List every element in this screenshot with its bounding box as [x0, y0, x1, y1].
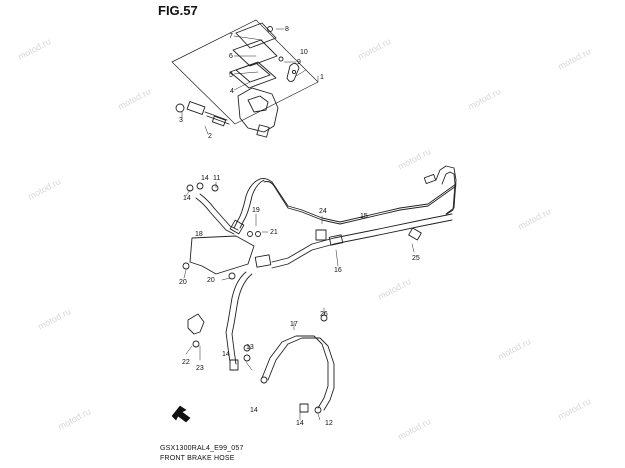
watermark-layer: motod.ru motod.ru motod.ru motod.ru moto… [16, 36, 592, 442]
watermark-text: motod.ru [396, 416, 432, 442]
callout-11: 11 [213, 175, 220, 182]
watermark-text: motod.ru [356, 36, 392, 62]
watermark-text: motod.ru [556, 46, 592, 72]
misc-fittings [243, 227, 422, 362]
callout-1: 1 [320, 74, 324, 81]
callout-23: 23 [196, 365, 204, 372]
brake-hose-upper-left [186, 182, 245, 235]
callout-labels: 1 2 3 4 5 6 7 8 9 10 11 14 14 14 14 15 1… [179, 26, 420, 427]
callout-12: 12 [325, 420, 333, 427]
callout-20-left: 20 [179, 279, 187, 286]
callout-14-mid: 14 [222, 351, 230, 358]
brake-hose-17 [260, 314, 335, 414]
callout-17: 17 [290, 321, 298, 328]
callout-6: 6 [229, 53, 233, 60]
model-code: GSX1300RAL4_E99_057 [160, 445, 244, 452]
callout-9: 9 [297, 59, 301, 66]
watermark-text: motod.ru [116, 86, 152, 112]
hose-bracket-18 [182, 231, 255, 280]
front-direction-arrow-icon [171, 405, 191, 423]
master-cylinder-assembly [171, 19, 319, 138]
watermark-text: motod.ru [16, 36, 52, 62]
callout-26: 26 [320, 311, 328, 318]
callout-14-left: 14 [183, 195, 191, 202]
callout-19: 19 [252, 207, 260, 214]
callout-7: 7 [229, 33, 233, 40]
leader-lines [181, 28, 415, 421]
callout-13: 13 [246, 344, 254, 351]
callout-25: 25 [412, 255, 420, 262]
watermark-text: motod.ru [516, 206, 552, 232]
callout-4: 4 [230, 88, 234, 95]
callout-5: 5 [229, 72, 233, 79]
watermark-text: motod.ru [376, 276, 412, 302]
callout-10: 10 [300, 49, 308, 56]
callout-24: 24 [319, 208, 327, 215]
brake-hose-15 [233, 165, 457, 229]
brake-hose-16 [254, 213, 453, 269]
callout-21: 21 [270, 229, 278, 236]
watermark-text: motod.ru [36, 306, 72, 332]
brake-hose-left-caliper [187, 271, 253, 371]
figure-title: FIG.57 [158, 3, 198, 18]
watermark-text: motod.ru [26, 176, 62, 202]
callout-20-right: 20 [207, 277, 215, 284]
callout-22: 22 [182, 359, 190, 366]
watermark-text: motod.ru [556, 396, 592, 422]
callout-14-lower-left: 14 [250, 407, 258, 414]
callout-18: 18 [195, 231, 203, 238]
callout-16: 16 [334, 267, 342, 274]
diagram-caption: FRONT BRAKE HOSE [160, 455, 235, 462]
watermark-text: motod.ru [396, 146, 432, 172]
callout-15: 15 [360, 213, 368, 220]
watermark-text: motod.ru [466, 86, 502, 112]
callout-2: 2 [208, 133, 212, 140]
callout-3: 3 [179, 117, 183, 124]
callout-14-upper: 14 [201, 175, 209, 182]
watermark-text: motod.ru [496, 336, 532, 362]
callout-8: 8 [285, 26, 289, 33]
watermark-text: motod.ru [56, 406, 92, 432]
callout-14-lower-right: 14 [296, 420, 304, 427]
